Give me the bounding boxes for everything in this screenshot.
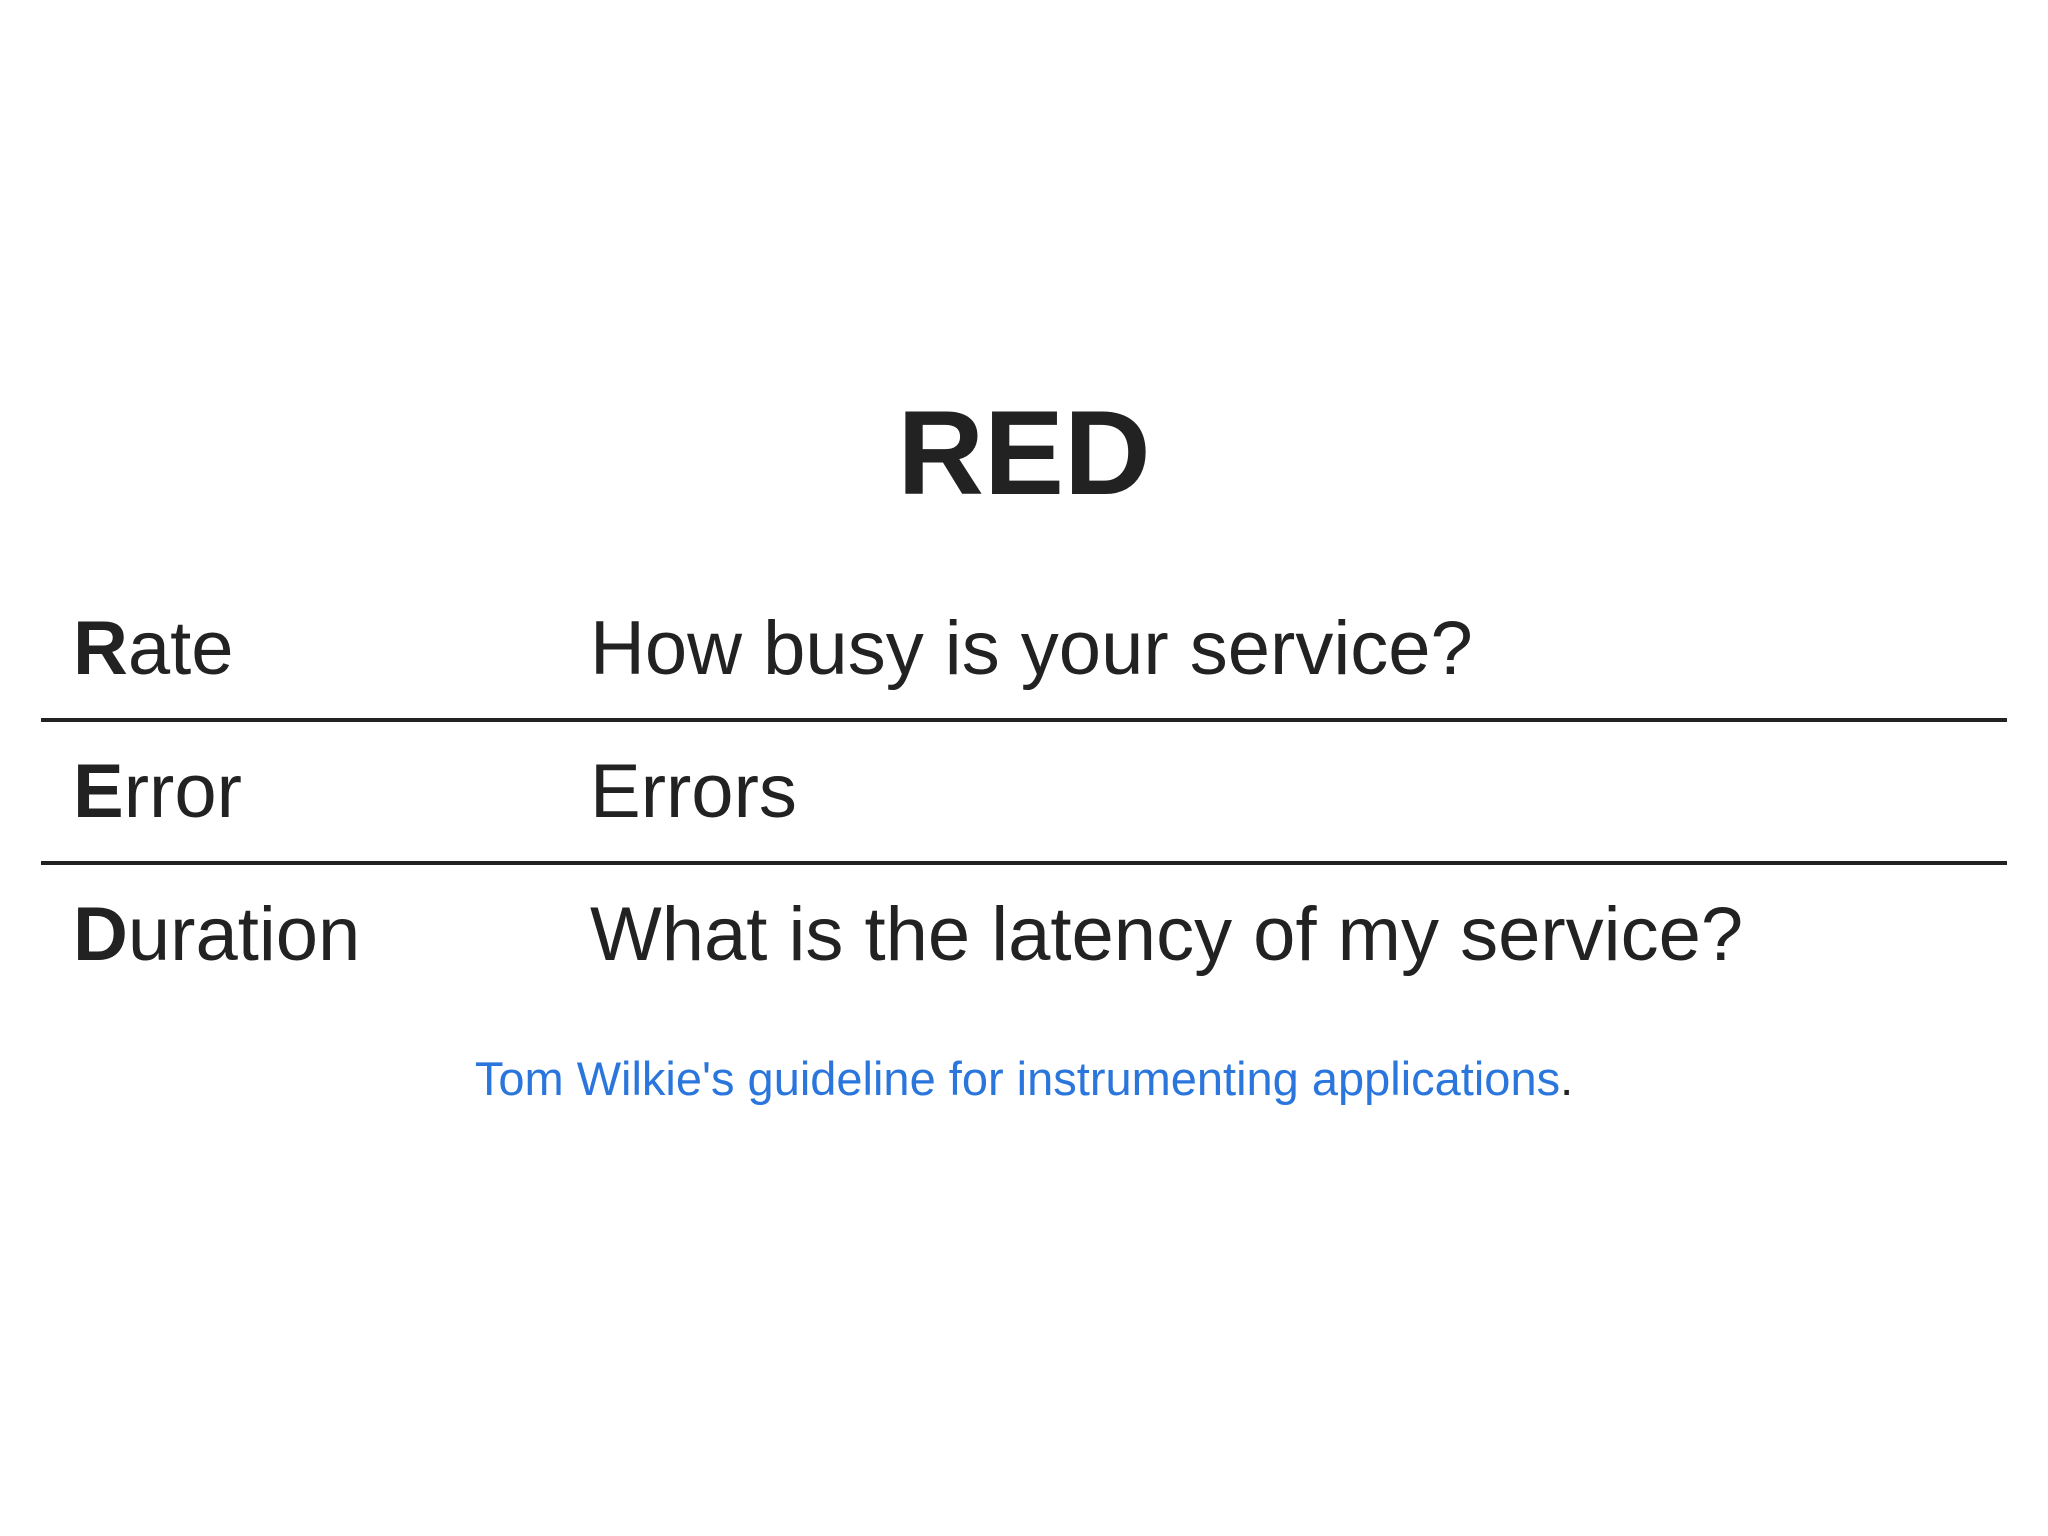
description-cell-rate: How busy is your service? [558, 579, 2007, 722]
term-initial: D [73, 892, 128, 977]
table-row-duration: Duration What is the latency of my servi… [41, 863, 2007, 1004]
term-cell-duration: Duration [41, 863, 558, 1004]
term-cell-error: Error [41, 720, 558, 865]
term-initial: R [73, 606, 128, 691]
table-row-error: Error Errors [41, 720, 2007, 865]
term-cell-rate: Rate [41, 579, 558, 722]
term-rest: uration [127, 892, 361, 977]
description-cell-duration: What is the latency of my service? [590, 892, 1744, 977]
slide-title: RED [897, 386, 1151, 520]
red-methodology-table: Rate How busy is your service? Error Err… [41, 579, 2007, 1004]
table-row-rate: Rate How busy is your service? [41, 579, 2007, 722]
description-cell-error: Errors [558, 720, 2007, 865]
term-initial: E [73, 749, 124, 834]
attribution-link[interactable]: Tom Wilkie's guideline for instrumenting… [474, 1052, 1561, 1105]
attribution: Tom Wilkie's guideline for instrumenting… [0, 1051, 2048, 1107]
attribution-period: . [1560, 1052, 1574, 1105]
term-rest: ate [127, 606, 234, 691]
term-rest: rror [123, 749, 242, 834]
